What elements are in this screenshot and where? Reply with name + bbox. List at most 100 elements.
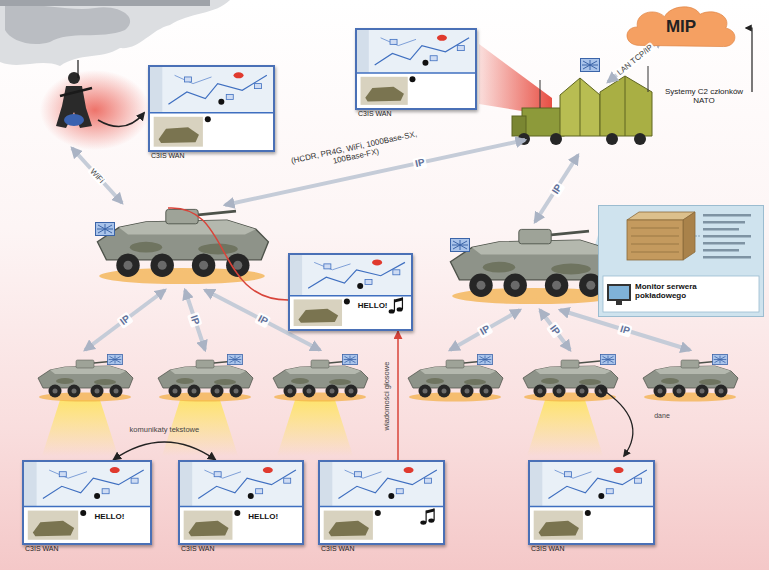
screen-box: HELLO!C3IS WAN: [22, 460, 152, 545]
vehicle-photo: [361, 77, 408, 105]
map-dot: [409, 76, 415, 82]
list-line: [703, 249, 739, 252]
vehicle-icon: [450, 229, 621, 304]
command-post: [512, 66, 652, 145]
flag-icon: [228, 354, 243, 364]
unit-symbol: [390, 39, 397, 44]
server-slot: [631, 252, 679, 253]
map-area: [180, 462, 302, 507]
unit-symbol: [354, 472, 361, 477]
map-landmass: [5, 4, 130, 44]
server-front: [627, 220, 683, 260]
unit-symbol: [256, 489, 263, 494]
screen-caption: C3IS WAN: [181, 545, 215, 553]
unit-symbol: [226, 94, 233, 99]
map-marker: [234, 72, 244, 78]
link-arrow: [535, 155, 578, 222]
map-route: [345, 470, 382, 478]
link-label: IP: [546, 321, 563, 339]
map-area: [320, 462, 443, 507]
map-route: [175, 75, 212, 83]
screen-box: C3IS WAN: [148, 65, 275, 152]
map-area: [357, 30, 475, 73]
map-dot: [94, 493, 100, 499]
map-route: [308, 262, 405, 288]
screen-divider: [180, 506, 302, 508]
leader-line: [695, 236, 701, 237]
unit-symbol: [564, 472, 571, 477]
map-dot: [422, 60, 428, 66]
map-dot: [248, 493, 254, 499]
red-beam: [479, 44, 552, 116]
flag-icon: [581, 59, 600, 72]
screen-box: HELLO!C3IS WAN: [178, 460, 304, 545]
link-label: IP: [412, 156, 428, 170]
map-area: [290, 255, 411, 296]
map-sidebar: [180, 462, 192, 507]
map-marker: [404, 467, 414, 473]
screen-box: HELLO!: [288, 253, 413, 331]
list-line: [703, 235, 751, 238]
screen-divider: [530, 506, 653, 508]
server-side: [683, 212, 695, 260]
map-sidebar: [290, 255, 302, 296]
flag-icon: [96, 223, 115, 236]
map-route: [198, 470, 296, 498]
screen-graphic: [290, 255, 411, 329]
server-slot: [631, 244, 679, 245]
map-dot: [205, 116, 211, 122]
link-label: IP: [617, 323, 633, 338]
note-head: [428, 518, 434, 522]
map-sidebar: [530, 462, 542, 507]
map-route: [338, 470, 436, 498]
screen-caption: C3IS WAN: [151, 152, 185, 160]
screen-box: C3IS WAN: [528, 460, 655, 545]
vehicle-icon: [523, 360, 618, 402]
map-marker: [437, 35, 447, 41]
vehicle-photo: [28, 511, 78, 540]
unit-symbol: [284, 478, 291, 483]
list-line: [703, 221, 745, 224]
map-dot: [357, 283, 363, 289]
screen-graphic: [357, 30, 475, 108]
unit-symbol: [59, 472, 66, 477]
screen-graphic: [150, 67, 273, 150]
map-sidebar: [150, 67, 162, 113]
unit-symbol: [396, 489, 403, 494]
unit-symbol: [184, 77, 191, 82]
screen-divider: [24, 506, 150, 508]
unit-symbol: [131, 478, 138, 483]
link-label: IP: [254, 312, 271, 328]
link-label: IP: [548, 180, 565, 198]
map-marker: [110, 467, 120, 473]
vehicle-photo-shape: [365, 87, 404, 102]
flag-icon: [601, 354, 616, 364]
soldier-figure: [56, 60, 92, 128]
screen-graphic: [180, 462, 302, 543]
screen-divider: [320, 506, 443, 508]
list-line: [703, 214, 751, 217]
text-label: Systemy C2 członków NATO: [662, 87, 746, 105]
unit-symbol: [214, 472, 221, 477]
link-label: LAN TCP/IP: [614, 41, 657, 78]
link-label: IP: [476, 322, 493, 339]
monitor-label: Monitor serwera pokładowego: [635, 282, 725, 300]
map-dot: [375, 510, 381, 516]
map-area: [530, 462, 653, 507]
note-head: [420, 520, 426, 524]
screen-graphic: [530, 462, 653, 543]
note-head: [397, 307, 403, 311]
map-route: [381, 38, 416, 46]
soldier-link: [98, 113, 144, 127]
map-sidebar: [320, 462, 332, 507]
unit-symbol: [324, 264, 331, 269]
screen-box: C3IS WAN: [318, 460, 445, 545]
unit-symbol: [393, 270, 400, 275]
map-route: [555, 470, 592, 478]
map-background: [0, 0, 230, 66]
vehicle-photo-shape: [189, 521, 229, 536]
unit-symbol: [606, 489, 613, 494]
light-beam: [277, 400, 353, 456]
map-area: [150, 67, 273, 113]
data-arrow: [600, 388, 633, 456]
